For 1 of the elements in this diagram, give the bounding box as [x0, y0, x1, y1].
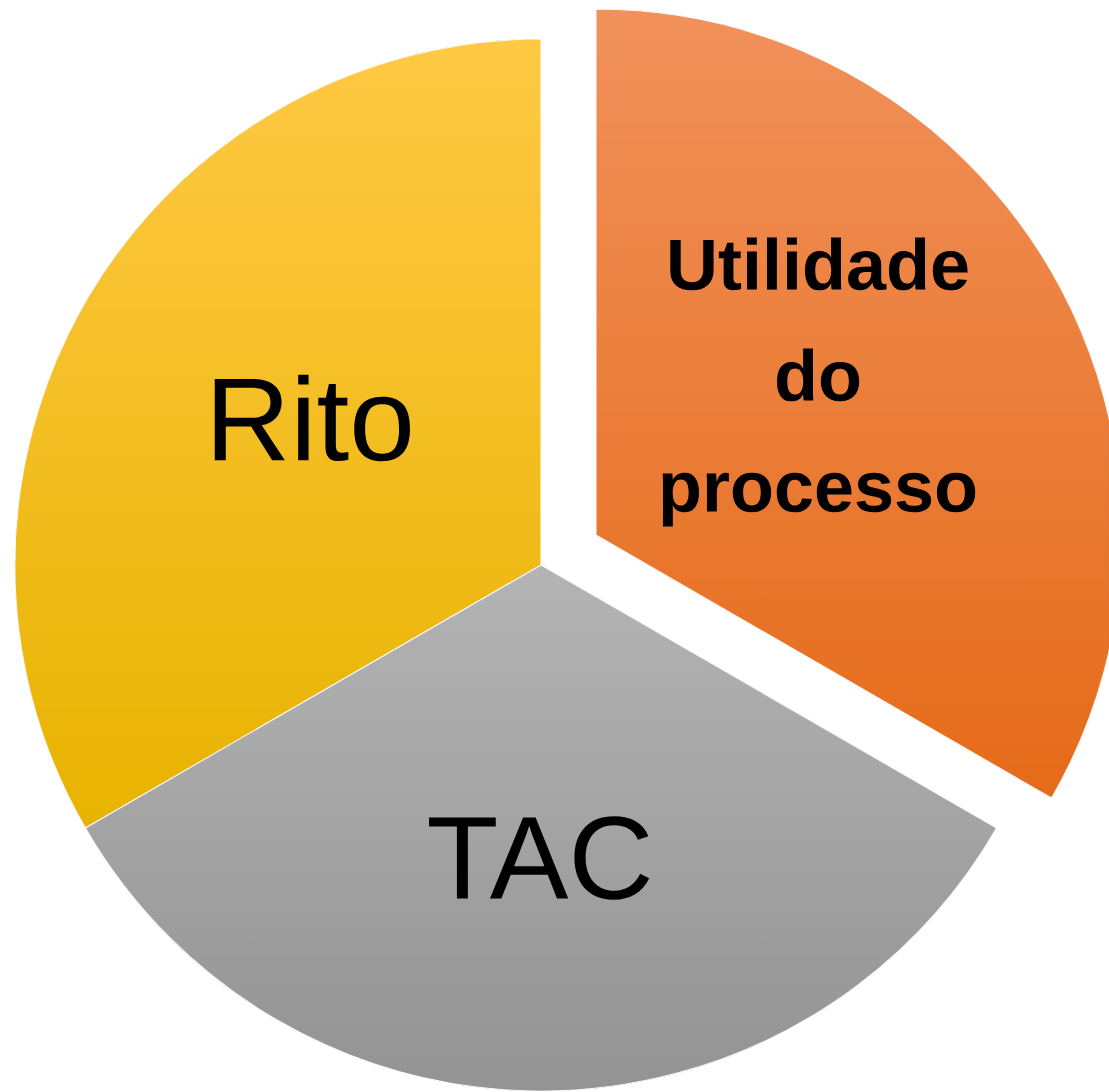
pie-sector: Utilidade do processo — [595, 8, 1109, 799]
